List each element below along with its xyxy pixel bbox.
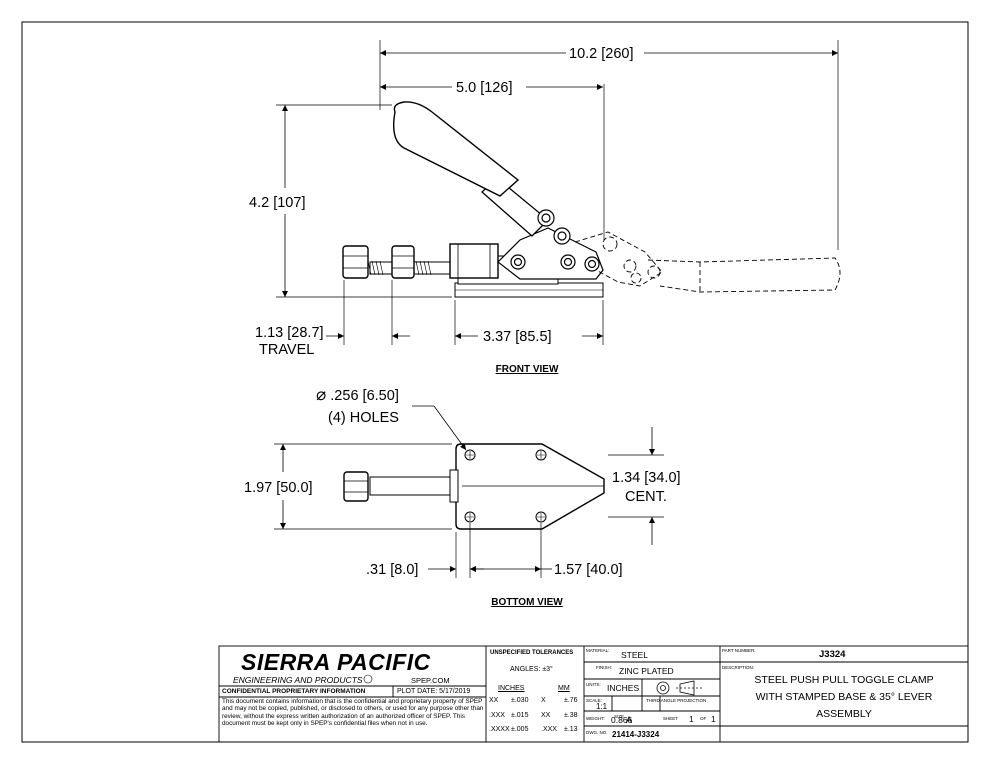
tolerances-heading: UNSPECIFIED TOLERANCES (490, 650, 574, 656)
title-block-grid (218, 645, 969, 743)
confidential-text: This document contains information that … (222, 698, 484, 727)
drawing-number-label: DWG. NO. (586, 730, 608, 735)
dim-overall-length: 10.2 [260] (569, 46, 634, 62)
dim-travel: 1.13 [28.7] (255, 325, 324, 341)
scale-value: 1:1 (596, 702, 608, 711)
description-line-1: STEEL PUSH PULL TOGGLE CLAMP (754, 674, 934, 686)
weight-label: WEIGHT: (586, 716, 605, 721)
company-subtitle: ENGINEERING AND PRODUCTS (233, 675, 363, 685)
hole-note: (4) HOLES (328, 410, 399, 426)
dim-edge-offset: .31 [8.0] (366, 562, 418, 578)
pivot-pins (510, 209, 600, 272)
hex-bolt-head (342, 245, 369, 279)
sheet-label: SHEET (663, 716, 679, 721)
website: SPEP.COM (411, 676, 450, 685)
dim-center-width: 1.34 [34.0] (612, 470, 681, 486)
travel-label: TRAVEL (259, 342, 314, 358)
front-extension-lines (276, 40, 839, 345)
units-label: UNITS: (586, 682, 601, 687)
front-dimension-lines (282, 50, 838, 339)
third-angle-projection-icon (656, 680, 702, 696)
hex-nut (391, 245, 415, 279)
angles-tolerance: ANGLES: ±3° (510, 666, 553, 673)
units-value: INCHES (607, 683, 640, 693)
drawing-border (21, 21, 969, 743)
bottom-view (274, 405, 664, 578)
threads (367, 260, 432, 276)
company-name: SIERRA PACIFIC (241, 649, 431, 675)
inches-header: INCHES (498, 685, 525, 692)
material-label: MATERIAL: (586, 648, 610, 653)
size-value: A (626, 715, 633, 725)
cent-label: CENT. (625, 489, 667, 505)
dim-hole-diameter: ⌀ .256 [6.50] (316, 385, 399, 404)
material-value: STEEL (621, 650, 648, 660)
front-view (276, 40, 841, 345)
registered-mark-icon (363, 674, 373, 684)
finish-label: FINISH: (596, 665, 613, 670)
dim-hole-spacing: 1.57 [40.0] (554, 562, 623, 578)
bottom-dimension-text: ⌀ .256 [6.50] (4) HOLES 1.97 [50.0] 1.34… (244, 385, 681, 578)
bottom-dimension-lines (280, 405, 655, 572)
plot-date: PLOT DATE: 5/17/2019 (397, 688, 471, 695)
link-bracket (497, 227, 604, 280)
front-view-title: FRONT VIEW (496, 364, 559, 375)
description-line-2: WITH STAMPED BASE & 35° LEVER (755, 691, 933, 703)
mm-header: MM (558, 685, 570, 692)
bottom-view-title: BOTTOM VIEW (491, 597, 563, 608)
projection-label: THIRD ANGLE PROJECTION (646, 698, 707, 703)
scale-label: SCALE: (586, 698, 603, 703)
of-label: OF (700, 716, 707, 721)
front-dimension-text: 10.2 [260] 5.0 [126] 4.2 [107] 1.13 [28.… (249, 46, 634, 358)
sheet-value: 1 (689, 714, 694, 724)
dim-base-width: 1.97 [50.0] (244, 480, 313, 496)
part-number: J3324 (819, 649, 846, 660)
dim-half-length: 5.0 [126] (456, 80, 512, 96)
description-line-3: ASSEMBLY (816, 708, 872, 720)
sheet-total: 1 (711, 714, 716, 724)
dim-height: 4.2 [107] (249, 195, 305, 211)
guide-collar (449, 243, 499, 279)
phantom-position (574, 231, 841, 293)
handle-grip (392, 101, 520, 197)
bottom-bolt-head (343, 471, 369, 502)
bottom-rod (369, 476, 457, 496)
confidential-heading: CONFIDENTIAL PROPRIETARY INFORMATION (222, 688, 366, 695)
part-number-label: PART NUMBER: (722, 648, 756, 653)
description-label: DESCRIPTION: (722, 665, 755, 670)
size-label: SIZE (614, 714, 625, 719)
mounting-holes (464, 449, 547, 523)
title-block: SIERRA PACIFIC ENGINEERING AND PRODUCTS … (219, 646, 968, 742)
weight-value: 0.866 (611, 715, 633, 725)
dim-base-length: 3.37 [85.5] (483, 329, 552, 345)
drawing-number: 21414-J3324 (612, 730, 660, 739)
bottom-collar (449, 469, 459, 503)
finish-value: ZINC PLATED (619, 666, 674, 676)
base-plate-outline (455, 443, 605, 530)
